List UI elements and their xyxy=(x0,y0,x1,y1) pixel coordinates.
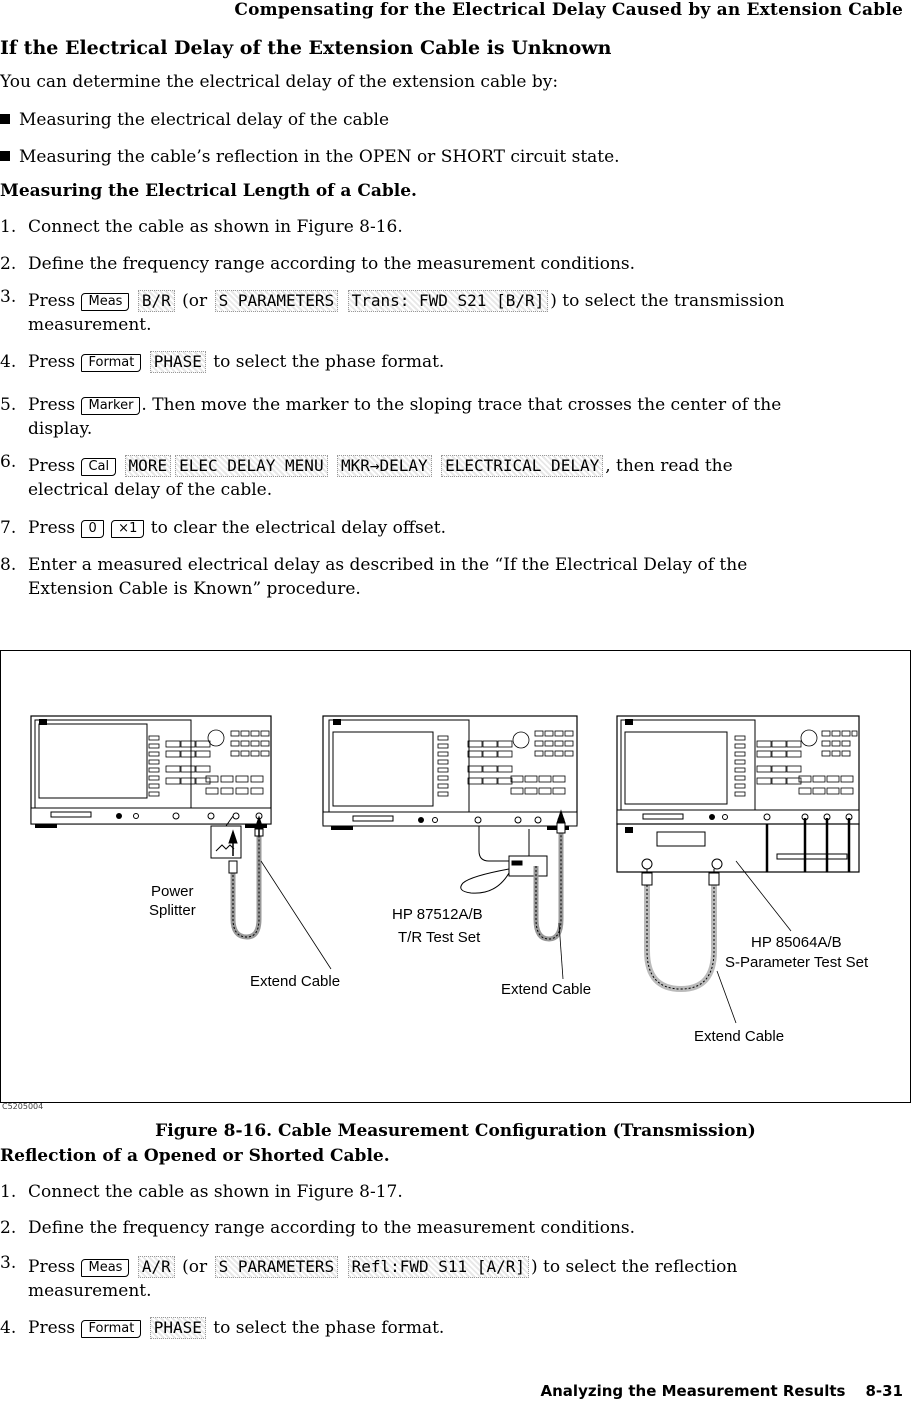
analyzer-2 xyxy=(322,715,578,830)
extend-cable-label-2: Extend Cable xyxy=(501,981,591,998)
step-item: 1. Connect the cable as shown in Figure … xyxy=(0,1182,403,1202)
softkey: B/R xyxy=(137,290,175,312)
softkey: ELEC DELAY MENU xyxy=(175,455,328,477)
cal-hardkey: Cal xyxy=(81,458,117,476)
figure-illustration: Power Splitter Extend Cable HP 87512A/B … xyxy=(0,650,911,1103)
softkey: S PARAMETERS xyxy=(214,290,339,312)
step-item: 7. Press 0 ×1 to clear the electrical de… xyxy=(0,518,446,538)
step-item: 4. Press Format PHASE to select the phas… xyxy=(0,351,445,373)
meas-hardkey: Meas xyxy=(81,1259,130,1277)
step-item: 2. Define the frequency range according … xyxy=(0,1218,636,1238)
softkey: ELECTRICAL DELAY xyxy=(441,455,604,477)
format-hardkey: Format xyxy=(81,354,142,372)
bullet-square-icon xyxy=(0,151,10,161)
instrument-setup-drawing: Power Splitter Extend Cable HP 87512A/B … xyxy=(30,715,869,1045)
power-label: Power xyxy=(151,883,194,900)
softkey: S PARAMETERS xyxy=(214,1256,339,1278)
bullet-item: Measuring the electrical delay of the ca… xyxy=(0,110,389,130)
softkey: PHASE xyxy=(149,1317,206,1339)
softkey: Refl:FWD S11 [A/R] xyxy=(347,1256,529,1278)
tr-test-set-label: T/R Test Set xyxy=(398,929,481,946)
tr-test-set xyxy=(460,809,566,980)
marker-hardkey: Marker xyxy=(81,397,141,415)
step-item: 4. Press Format PHASE to select the phas… xyxy=(0,1317,445,1339)
extend-cable-label-1: Extend Cable xyxy=(250,973,340,990)
softkey: Trans: FWD S21 [B/R] xyxy=(347,290,549,312)
running-head: Compensating for the Electrical Delay Ca… xyxy=(234,0,903,20)
bullet-square-icon xyxy=(0,114,10,124)
subsection-title: Measuring the Electrical Length of a Cab… xyxy=(0,181,417,201)
figure-code: C5205004 xyxy=(2,1102,44,1111)
extend-cable-1 xyxy=(228,815,332,970)
step-item: 8. Enter a measured electrical delay as … xyxy=(0,555,748,599)
format-hardkey: Format xyxy=(81,1320,142,1338)
figure-caption: Figure 8-16. Cable Measurement Configura… xyxy=(155,1121,756,1141)
step-item: 3. Press Meas A/R (or S PARAMETERS Refl:… xyxy=(0,1253,738,1301)
softkey: MKR→DELAY xyxy=(336,455,432,477)
page-footer: Analyzing the Measurement Results 8-31 xyxy=(541,1382,903,1400)
x1-hardkey: ×1 xyxy=(111,520,145,538)
zero-hardkey: 0 xyxy=(81,520,104,538)
footer-section: Analyzing the Measurement Results xyxy=(540,1382,846,1400)
bullet-item: Measuring the cable’s reflection in the … xyxy=(0,147,620,167)
step-item: 3. Press Meas B/R (or S PARAMETERS Trans… xyxy=(0,287,785,335)
softkey: MORE xyxy=(124,455,172,477)
sparam-test-set-model: HP 85064A/B xyxy=(751,934,842,951)
intro-text: You can determine the electrical delay o… xyxy=(0,72,559,92)
softkey: A/R xyxy=(137,1256,175,1278)
page-number: 8-31 xyxy=(865,1382,903,1400)
softkey: PHASE xyxy=(149,351,206,373)
step-item: 2. Define the frequency range according … xyxy=(0,254,636,274)
tr-test-set-model: HP 87512A/B xyxy=(392,906,483,923)
subsection-title: Reflection of a Opened or Shorted Cable. xyxy=(0,1146,390,1166)
step-item: 5. Press Marker. Then move the marker to… xyxy=(0,395,782,439)
extend-cable-3 xyxy=(641,860,792,1024)
step-item: 1. Connect the cable as shown in Figure … xyxy=(0,217,403,237)
analyzer-3 xyxy=(616,715,860,873)
meas-hardkey: Meas xyxy=(81,293,130,311)
analyzer-1 xyxy=(30,715,272,828)
sparam-test-set-label: S-Parameter Test Set xyxy=(725,954,869,971)
extend-cable-label-3: Extend Cable xyxy=(694,1028,784,1045)
splitter-label: Splitter xyxy=(149,902,196,919)
section-title: If the Electrical Delay of the Extension… xyxy=(0,37,612,59)
power-splitter xyxy=(210,815,242,859)
